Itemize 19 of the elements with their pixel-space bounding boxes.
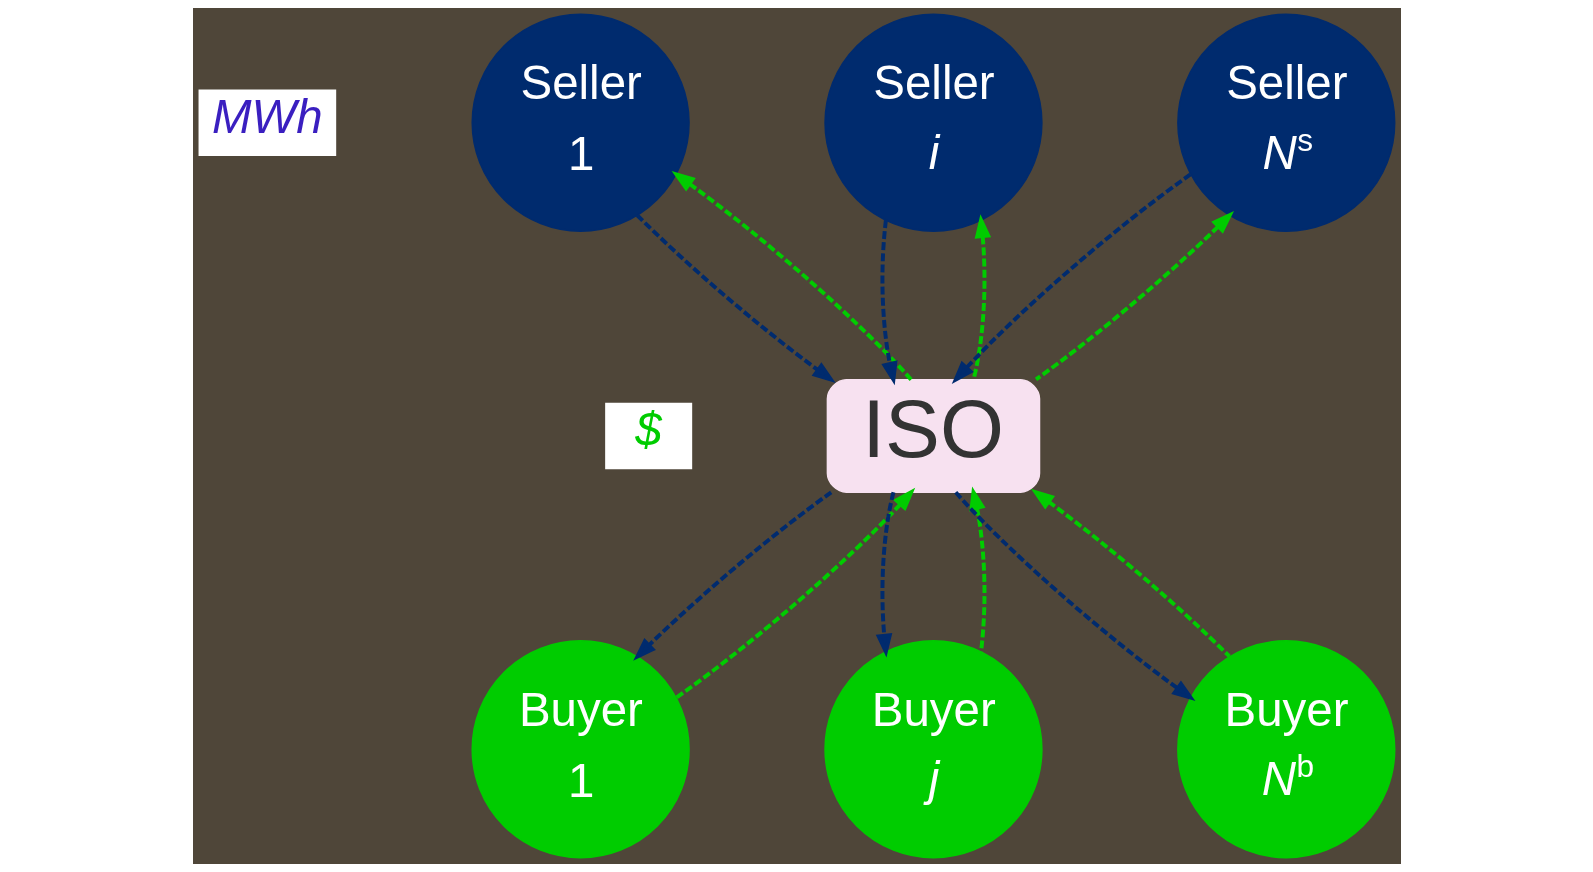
arrow xyxy=(1034,211,1234,382)
arrow xyxy=(879,220,898,386)
arrow xyxy=(1030,488,1231,658)
arrow xyxy=(968,486,986,652)
node-circle: Seller i xyxy=(823,13,1043,232)
arrow xyxy=(635,213,836,383)
legend-label: $ xyxy=(634,403,662,457)
arrow xyxy=(632,490,832,661)
arrow xyxy=(875,491,895,658)
node-box: ISO xyxy=(826,379,1040,493)
arrow xyxy=(971,214,991,380)
arrow xyxy=(951,172,1192,385)
arrow xyxy=(953,491,1195,702)
arrow xyxy=(674,487,915,700)
node-circle: Buyer j xyxy=(823,640,1043,859)
legend-label: MWh xyxy=(211,90,323,144)
arrow xyxy=(671,171,913,381)
node-circle: Seller 1 xyxy=(470,13,690,232)
node-circle: Buyer N$^{b}$ xyxy=(1176,640,1395,859)
